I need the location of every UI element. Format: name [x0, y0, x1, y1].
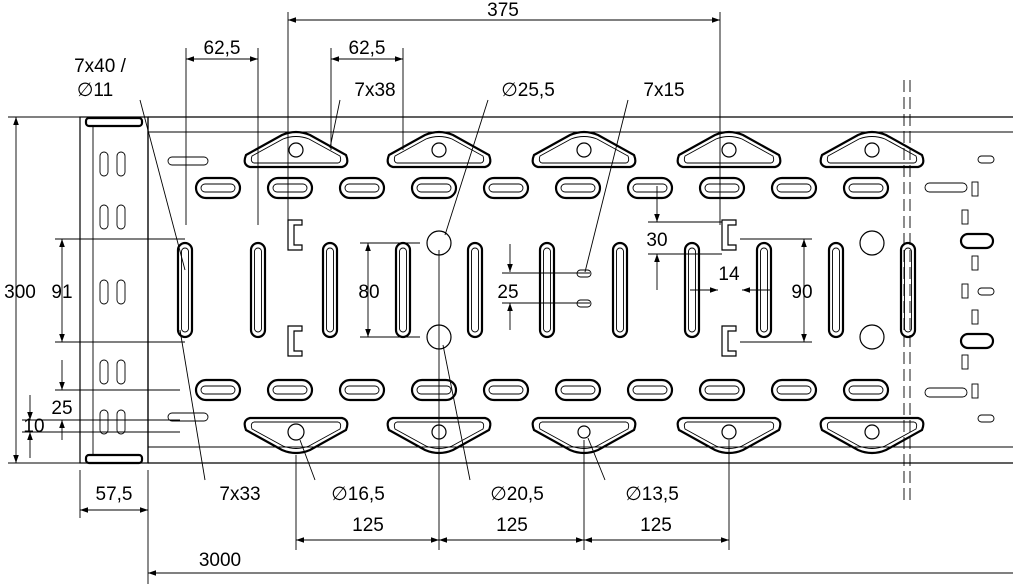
label-dia-13-5: ∅13,5 — [625, 484, 679, 505]
label-25-side: 25 — [51, 398, 72, 419]
label-14: 14 — [718, 264, 740, 285]
leader-lines — [139, 99, 629, 481]
label-125-c: 125 — [640, 515, 672, 536]
label-dia-16-5: ∅16,5 — [331, 484, 385, 505]
label-125-b: 125 — [496, 515, 528, 536]
label-80: 80 — [358, 282, 379, 303]
label-dia-20-5: ∅20,5 — [490, 484, 544, 505]
label-dia-25-5: ∅25,5 — [501, 80, 555, 101]
label-57-5: 57,5 — [96, 484, 133, 505]
tray-body — [147, 116, 1013, 464]
label-62-5-a: 62,5 — [204, 38, 241, 59]
label-3000: 3000 — [199, 550, 241, 571]
dimension-lines — [8, 12, 1013, 584]
label-375: 375 — [487, 0, 519, 21]
label-7x15: 7x15 — [643, 80, 684, 101]
label-125-a: 125 — [352, 515, 384, 536]
c-hook-tabs — [287, 219, 737, 357]
right-end-details — [903, 80, 995, 500]
top-flange-cutouts — [243, 130, 925, 169]
label-7x38: 7x38 — [354, 80, 395, 101]
label-10: 10 — [23, 416, 44, 437]
side-profile-view — [79, 116, 149, 465]
label-90: 90 — [791, 282, 812, 303]
label-30: 30 — [646, 230, 667, 251]
label-300: 300 — [4, 282, 36, 303]
dimension-labels: 375 62,5 62,5 7x40 / ∅11 7x38 ∅25,5 7x15… — [4, 0, 812, 571]
label-25: 25 — [497, 282, 518, 303]
label-62-5-b: 62,5 — [349, 38, 386, 59]
label-7x33: 7x33 — [219, 484, 260, 505]
label-7x40: 7x40 / — [74, 56, 126, 77]
label-91: 91 — [51, 282, 72, 303]
horizontal-slot-rows — [167, 156, 890, 422]
label-dia-11: ∅11 — [77, 80, 113, 101]
